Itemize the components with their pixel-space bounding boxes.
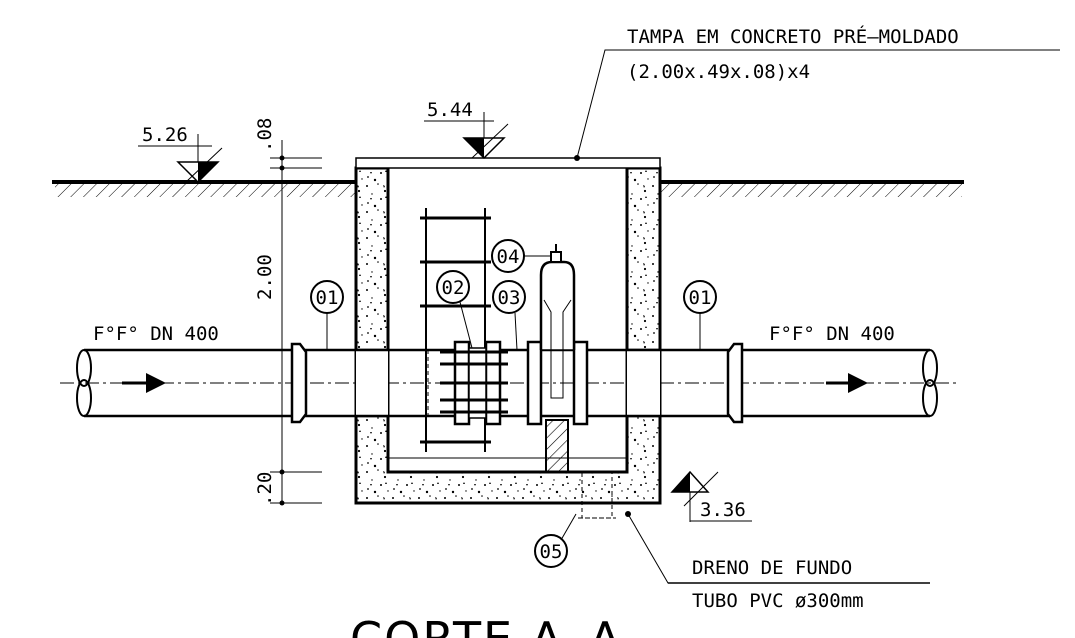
pipe — [60, 342, 960, 424]
dim-dot — [279, 469, 285, 475]
elev-ground-triangle-fill — [198, 162, 218, 182]
elev-bottom-tick — [683, 471, 719, 507]
ground — [52, 180, 964, 197]
lid-leader-line — [576, 49, 1060, 159]
valve-gate-outline — [543, 299, 572, 399]
lid-label-line2: (2.00x.49x.08)x4 — [627, 61, 810, 83]
elevation-ground — [138, 134, 223, 184]
callout-02-circle — [436, 270, 470, 304]
valve-stem-nut — [550, 251, 562, 263]
bottom-drain — [560, 471, 930, 584]
pipe-bell-left — [290, 342, 308, 424]
ladder — [420, 208, 491, 452]
wall-opening-right — [627, 350, 660, 416]
elev-top-tick — [471, 123, 509, 159]
elev-top-label: 5.44 — [427, 99, 473, 121]
concrete-box — [354, 157, 662, 505]
callout-03-leader — [514, 312, 518, 351]
section-title: CORTE A–A — [350, 612, 623, 638]
callout-03-text: 03 — [498, 287, 521, 309]
elev-bottom-label: 3.36 — [700, 499, 746, 521]
elev-bottom-triangle-fill — [672, 472, 690, 492]
pipe-break-right-a — [922, 349, 938, 387]
elev-ground-label: 5.26 — [142, 124, 188, 146]
valve-flange-left — [526, 340, 543, 426]
flow-arrow-left-head — [146, 373, 166, 393]
dim-dot — [279, 165, 285, 171]
precast-lid — [355, 157, 661, 169]
callout-02-leader — [459, 301, 473, 349]
callout-05-leader — [560, 513, 577, 541]
callout-05-circle — [534, 534, 568, 568]
dismantling-joint — [427, 340, 508, 426]
dim-dot — [279, 500, 285, 506]
drain-label-line2: TUBO PVC ø300mm — [692, 590, 864, 612]
ground-hatch-right — [660, 183, 962, 197]
dim-height-label: 2.00 — [254, 254, 276, 300]
callout-03-circle — [492, 280, 526, 314]
pipe-break-right-b — [922, 379, 938, 417]
dim-lid-label: .08 — [254, 118, 276, 152]
dim-slab-label: .20 — [254, 472, 276, 506]
callout-01-right-text: 01 — [689, 287, 712, 309]
elevation-top — [424, 112, 509, 160]
wall-opening-left — [356, 350, 388, 416]
valve-flange-right — [572, 340, 589, 426]
pipe-break-left-a — [76, 349, 92, 387]
pipe-bell-right — [726, 342, 744, 424]
callouts — [310, 239, 717, 568]
drain-pipe-hidden — [581, 471, 613, 519]
ground-hatch-left — [55, 183, 356, 197]
callout-05-text: 05 — [540, 541, 563, 563]
callout-02-text: 02 — [442, 277, 465, 299]
lid-leader — [574, 49, 1060, 161]
elev-ground-tick — [185, 147, 223, 183]
valve-support — [545, 419, 569, 473]
valve-bonnet — [539, 260, 576, 350]
callout-04-text: 04 — [497, 246, 520, 268]
dim-dot — [279, 155, 285, 161]
callout-01-left-text: 01 — [316, 287, 339, 309]
gate-valve — [526, 244, 589, 473]
pipe-left-label: F°F° DN 400 — [93, 323, 219, 345]
vertical-dimension — [270, 140, 322, 506]
labels: TAMPA EM CONCRETO PRÉ–MOLDADO (2.00x.49x… — [93, 25, 959, 638]
valve-body — [540, 349, 575, 417]
drain-label-line1: DRENO DE FUNDO — [692, 557, 852, 579]
elev-top-triangle-fill — [464, 138, 484, 158]
concrete-walls — [354, 166, 662, 505]
elevation-bottom — [670, 470, 752, 522]
lid-label-line1: TAMPA EM CONCRETO PRÉ–MOLDADO — [627, 25, 959, 48]
flow-arrow-right-head — [848, 373, 868, 393]
pipe-right-label: F°F° DN 400 — [769, 323, 895, 345]
pipe-break-left-b — [76, 379, 92, 417]
